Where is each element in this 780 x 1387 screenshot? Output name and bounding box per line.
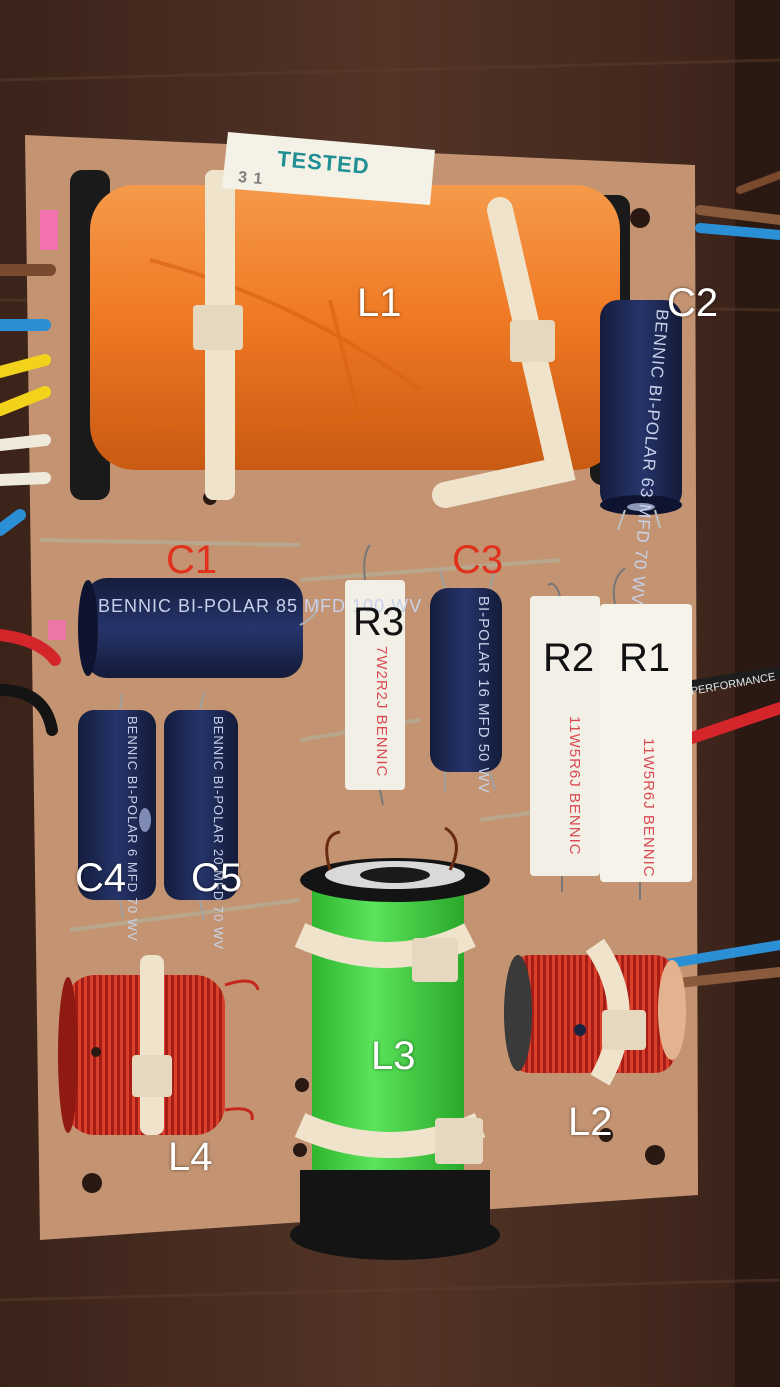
- c3-print: BI-POLAR 16 MFD 50 WV: [475, 596, 492, 794]
- label-c3: C3: [452, 538, 504, 582]
- label-l3: L3: [371, 1034, 416, 1078]
- capacitor-c5: [164, 691, 238, 921]
- capacitor-c3: [430, 569, 502, 792]
- label-l4: L4: [168, 1135, 213, 1179]
- inductor-l1: [70, 170, 630, 508]
- cable-tie: [140, 955, 164, 1135]
- right-wires: [655, 171, 780, 990]
- r1-print: 11W5R6J BENNIC: [640, 738, 657, 878]
- c4-print: BENNIC BI-POLAR 6 MFD 70 WV: [125, 716, 140, 942]
- c5-print: BENNIC BI-POLAR 20 MFD 70 WV: [211, 716, 226, 950]
- label-r1: R1: [619, 636, 671, 680]
- left-wires: [0, 210, 66, 736]
- label-l1: L1: [357, 281, 402, 325]
- inductor-l4: [58, 955, 260, 1135]
- label-r3: R3: [353, 600, 405, 644]
- label-c2: C2: [667, 281, 719, 325]
- resistor-r1: [600, 567, 692, 900]
- c1-print: BENNIC BI-POLAR 85 MFD 100 WV: [98, 596, 423, 616]
- resistor-r2: [530, 582, 600, 892]
- tested-sticker: [222, 132, 435, 205]
- capacitor-c1: [78, 578, 320, 678]
- label-l2: L2: [568, 1100, 613, 1144]
- label-r2: R2: [543, 636, 595, 680]
- label-c4: C4: [75, 856, 127, 900]
- sticker-digits: 3 1: [237, 168, 264, 189]
- capacitor-c4: [78, 693, 156, 919]
- resistor-r3: [345, 544, 405, 806]
- mount-hole: [630, 208, 650, 228]
- wood-gap: [735, 0, 780, 1387]
- capacitor-c2: [600, 300, 682, 531]
- cable-tie: [432, 197, 576, 508]
- r3-print: 7W2R2J BENNIC: [373, 646, 390, 778]
- r2-print: 11W5R6J BENNIC: [566, 716, 583, 856]
- label-c1: C1: [166, 538, 218, 582]
- inductor-l2: [504, 938, 686, 1086]
- label-c5: C5: [191, 856, 243, 900]
- inductor-l3: [290, 826, 500, 1260]
